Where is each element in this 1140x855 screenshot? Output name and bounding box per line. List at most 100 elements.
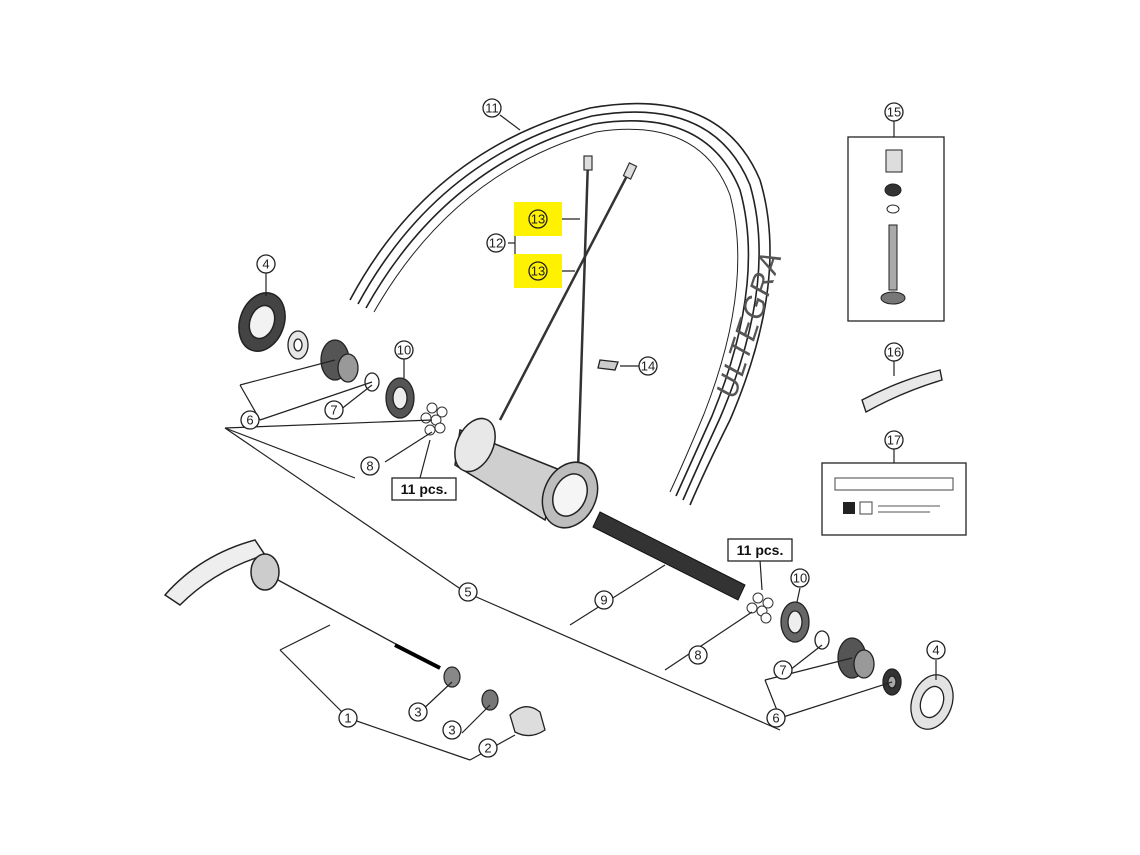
callout-number: 13 [531, 264, 545, 279]
highlight-mark [514, 202, 562, 236]
qty-label-right: 11 pcs. [737, 542, 784, 558]
callout-c15: 15 [884, 102, 904, 122]
callout-c13-upper: 13 [514, 202, 562, 236]
callout-number: 11 [485, 101, 499, 116]
callout-number: 4 [932, 643, 939, 658]
callout-number: 3 [448, 723, 455, 738]
callout-c12: 12 [486, 233, 506, 253]
callout-circle [408, 702, 428, 722]
callout-c9: 9 [594, 590, 614, 610]
right-dust-cap [780, 601, 810, 643]
hub-axle [592, 511, 746, 601]
hub-body [454, 417, 599, 529]
callout-circle [688, 645, 708, 665]
qty-label-left: 11 pcs. [401, 481, 448, 497]
callout-circle [240, 410, 260, 430]
callout-number: 17 [887, 433, 901, 448]
callout-number: 9 [600, 593, 607, 608]
highlight-mark [514, 254, 562, 288]
left-dust-cap [385, 377, 415, 419]
callout-c17: 17 [884, 430, 904, 450]
callout-circle [926, 640, 946, 660]
callout-circle [638, 356, 658, 376]
callout-circle [486, 233, 506, 253]
callout-number: 1 [344, 711, 351, 726]
callout-number: 7 [330, 403, 337, 418]
callout-c6-right: 6 [766, 708, 786, 728]
callout-c5: 5 [458, 582, 478, 602]
callout-c3a: 3 [408, 702, 428, 722]
svg-text:ULTEGRA: ULTEGRA [710, 246, 789, 402]
callout-circle [394, 340, 414, 360]
callout-number: 16 [887, 345, 901, 360]
left-cone [320, 339, 359, 383]
callout-circle [324, 400, 344, 420]
callout-c4-left: 4 [256, 254, 276, 274]
callout-circle [766, 708, 786, 728]
quick-release-lever [163, 539, 280, 606]
left-ball-bearings [420, 402, 448, 436]
callout-circle [360, 456, 380, 476]
callout-number: 3 [414, 705, 421, 720]
right-ball-bearings [746, 592, 774, 624]
callout-number: 8 [694, 648, 701, 663]
callout-c16: 16 [884, 342, 904, 362]
callout-c11: 11 [482, 98, 502, 118]
callout-c8-left: 8 [360, 456, 380, 476]
callout-number: 4 [262, 257, 269, 272]
left-cone-nut [287, 330, 309, 360]
callout-c6-left: 6 [240, 410, 260, 430]
callout-circle [594, 590, 614, 610]
callout-c7-left: 7 [324, 400, 344, 420]
callout-number: 2 [484, 741, 491, 756]
callout-c3b: 3 [442, 720, 462, 740]
callout-c10-right: 10 [790, 568, 810, 588]
callout-number: 6 [772, 711, 779, 726]
valve-box [847, 136, 945, 322]
callout-c8-right: 8 [688, 645, 708, 665]
callout-number: 6 [246, 413, 253, 428]
callout-circle [528, 209, 548, 229]
callout-circle [338, 708, 358, 728]
callout-circle [884, 342, 904, 362]
callout-c2: 2 [478, 738, 498, 758]
spoke-nipple [597, 359, 619, 371]
callout-number: 8 [366, 459, 373, 474]
callout-circle [256, 254, 276, 274]
callout-number: 15 [887, 105, 901, 120]
spokes [498, 155, 638, 471]
quick-release-spring-b [481, 689, 499, 711]
sticker-box [821, 462, 967, 536]
callout-circle [482, 98, 502, 118]
callout-number: 10 [397, 343, 411, 358]
callout-number: 5 [464, 585, 471, 600]
callout-number: 13 [531, 212, 545, 227]
quick-release-skewer [277, 579, 441, 670]
leader-lines [224, 114, 937, 761]
callout-number: 7 [779, 663, 786, 678]
hub-tool [861, 369, 943, 414]
right-lock-ring [910, 674, 954, 730]
callout-c14: 14 [638, 356, 658, 376]
callout-c7-right: 7 [773, 660, 793, 680]
callout-c1: 1 [338, 708, 358, 728]
callout-circle [528, 261, 548, 281]
qty-box-right: 11 pcs. [727, 538, 793, 562]
callout-c13-lower: 13 [514, 254, 562, 288]
callout-number: 10 [793, 571, 807, 586]
callout-c4-right: 4 [926, 640, 946, 660]
callout-circle [478, 738, 498, 758]
callout-circle [442, 720, 462, 740]
callout-circle [773, 660, 793, 680]
callout-circle [884, 430, 904, 450]
left-lock-ring [238, 292, 286, 352]
callout-circle [884, 102, 904, 122]
quick-release-nut [509, 706, 546, 737]
rim: ULTEGRA [349, 102, 789, 506]
callout-circle [790, 568, 810, 588]
qty-box-left: 11 pcs. [391, 477, 457, 501]
right-cone [837, 637, 875, 679]
callout-c10-left: 10 [394, 340, 414, 360]
callout-circle [458, 582, 478, 602]
